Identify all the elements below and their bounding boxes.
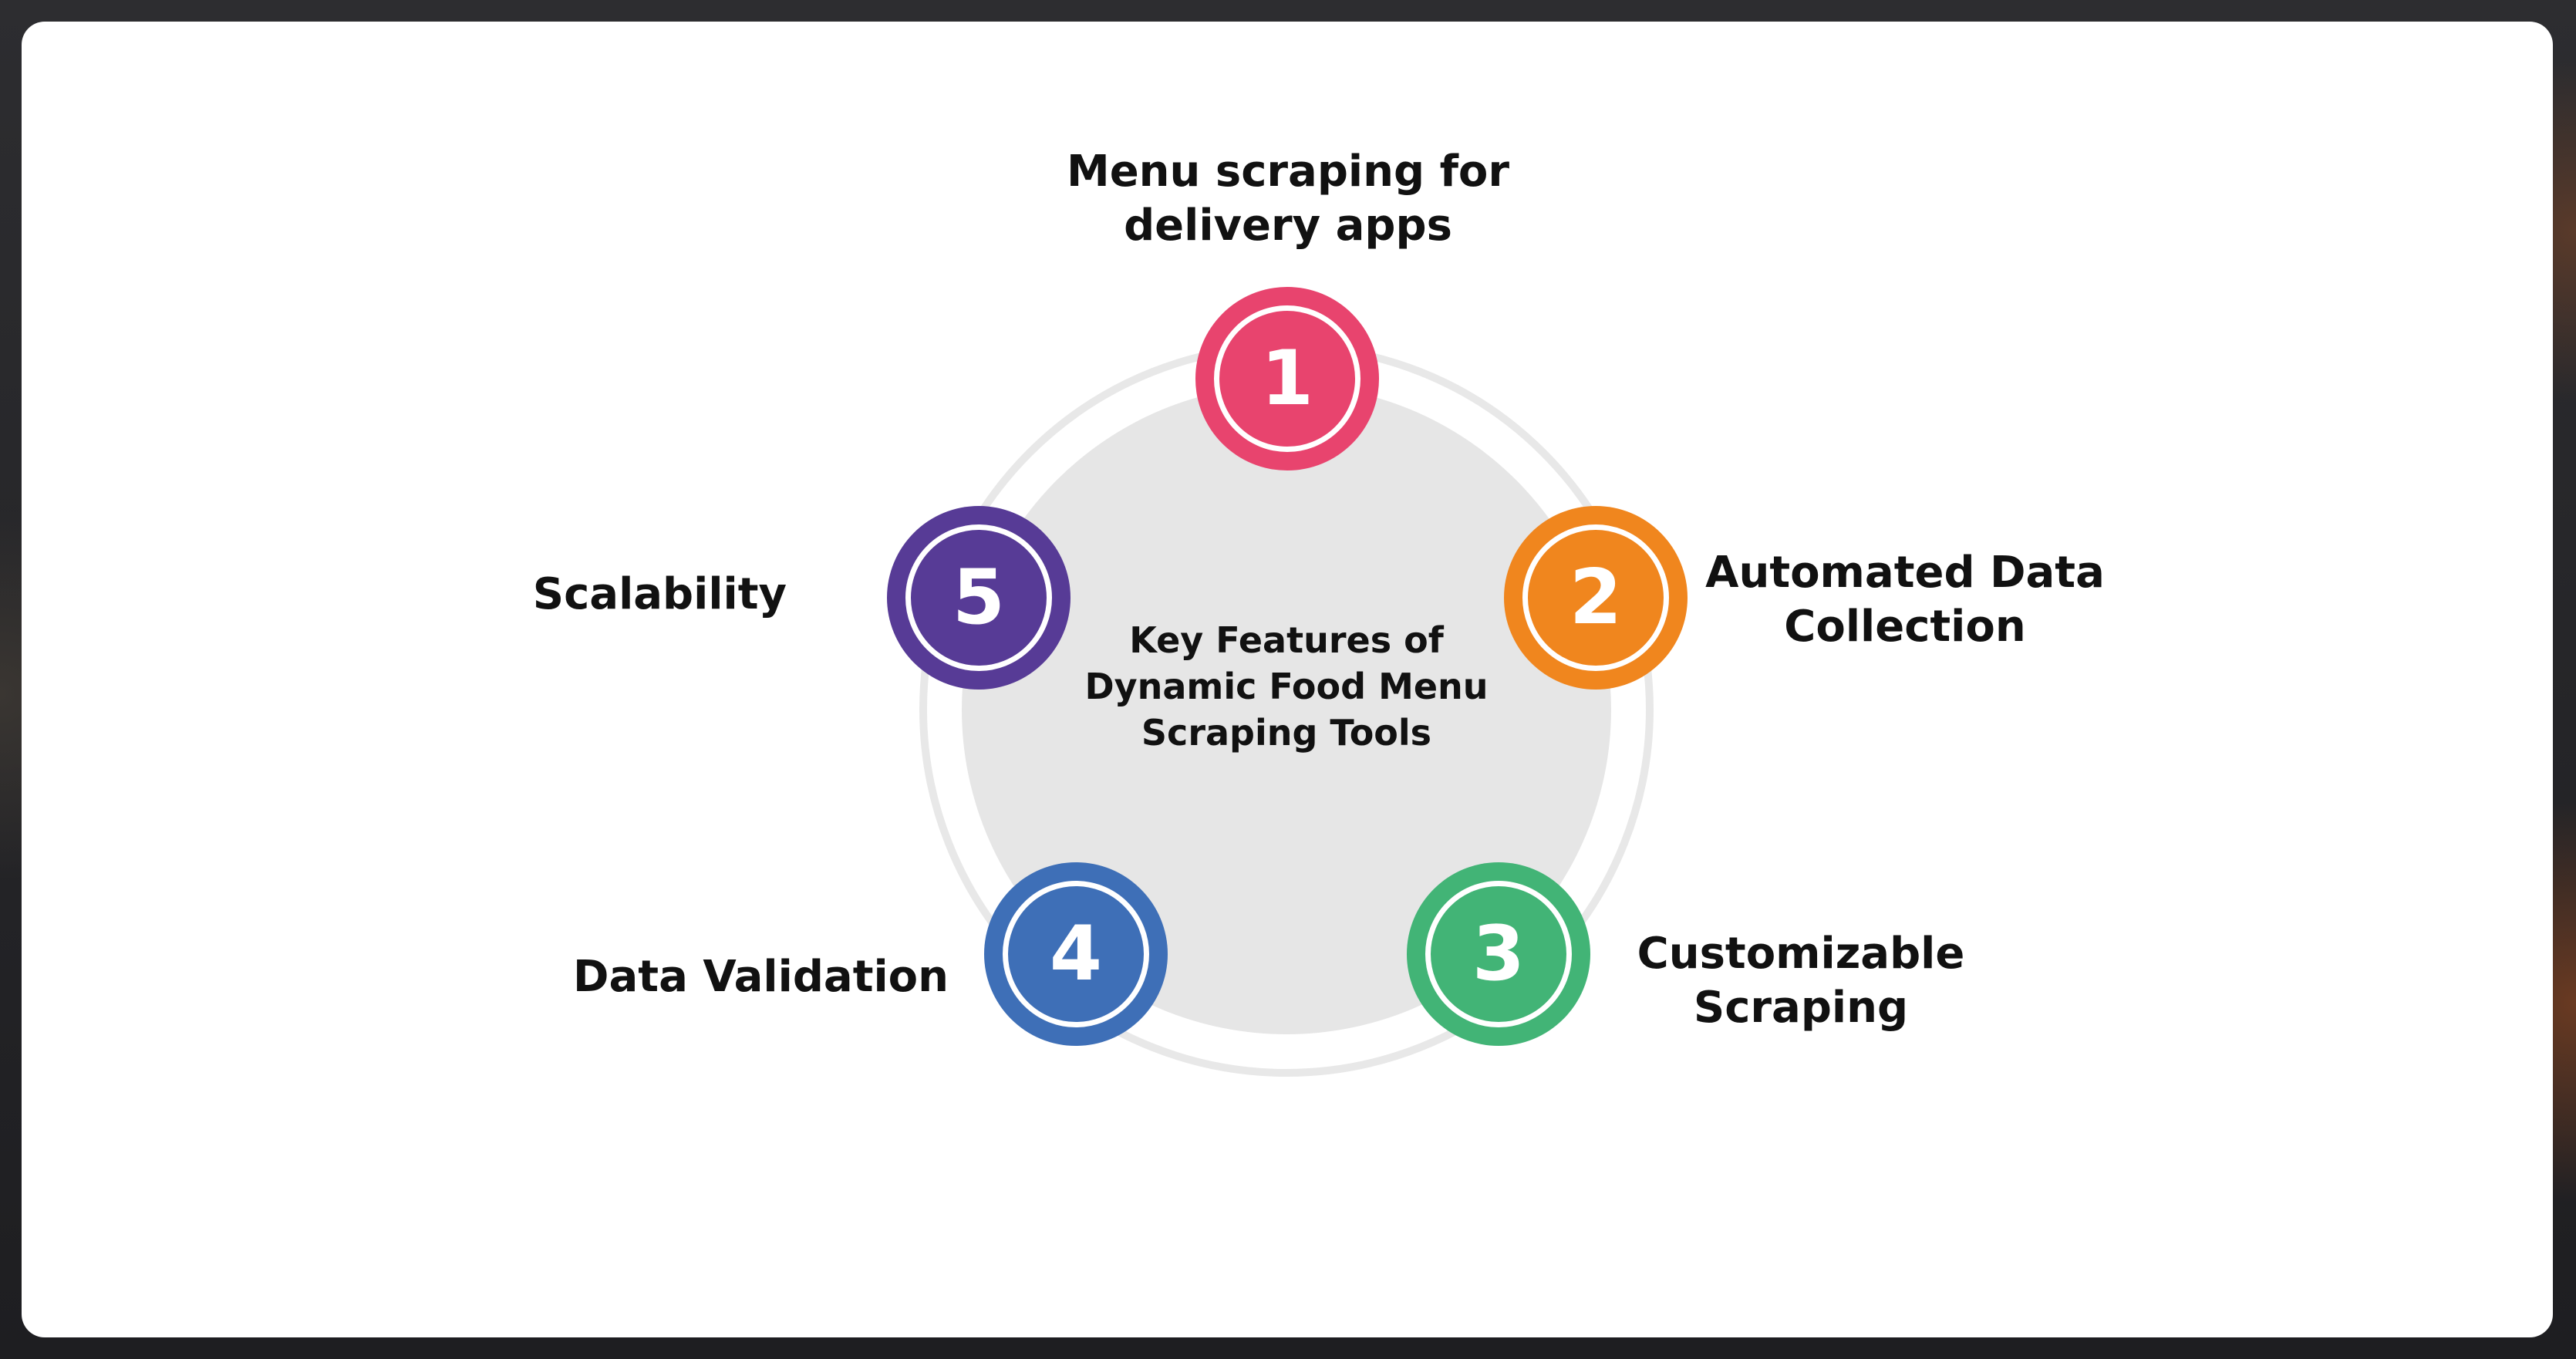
node-2-inner-ring: 2 (1522, 524, 1669, 671)
node-5-number: 5 (952, 554, 1006, 642)
hub-title: Key Features of Dynamic Food Menu Scrapi… (1084, 619, 1489, 754)
node-1-inner-ring: 1 (1214, 305, 1360, 452)
node-4-inner-ring: 4 (1003, 881, 1149, 1027)
label-3: Customizable Scraping (1637, 929, 1965, 1033)
node-3-inner-ring: 3 (1425, 881, 1572, 1027)
label-4: Data Validation (573, 952, 949, 1002)
node-1-number: 1 (1260, 335, 1314, 423)
label-1: Menu scraping for delivery apps (1066, 147, 1510, 251)
label-2: Automated Data Collection (1705, 548, 2105, 652)
node-2: 2 (1504, 506, 1688, 690)
node-4-number: 4 (1049, 910, 1103, 998)
node-5: 5 (887, 506, 1071, 690)
node-5-inner-ring: 5 (905, 524, 1052, 671)
node-2-number: 2 (1569, 554, 1623, 642)
label-5: Scalability (532, 569, 787, 619)
node-4: 4 (984, 862, 1168, 1046)
node-3-number: 3 (1472, 910, 1526, 998)
node-3: 3 (1407, 862, 1590, 1046)
node-1: 1 (1195, 287, 1379, 470)
